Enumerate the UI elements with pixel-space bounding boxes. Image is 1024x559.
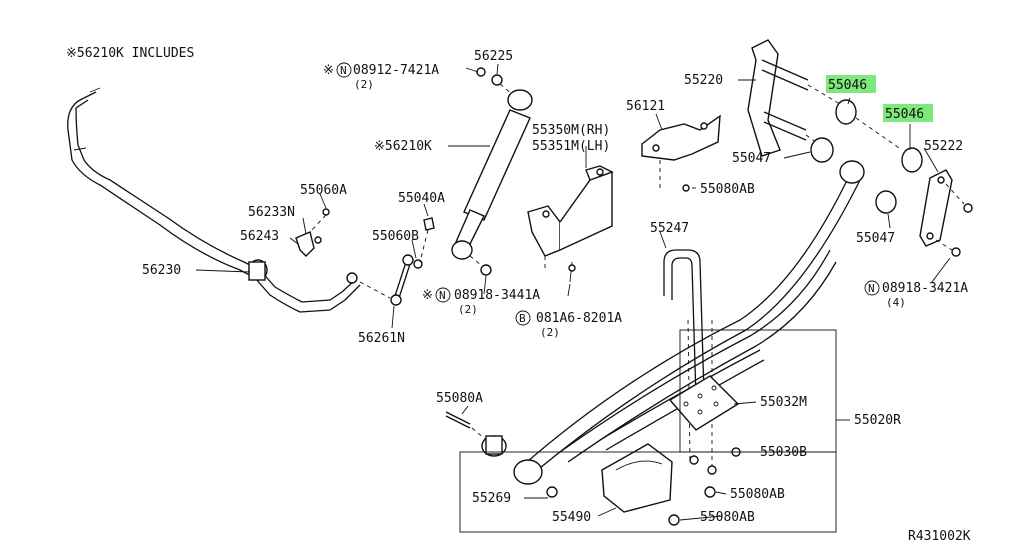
label-08918-3421-qty: (4) <box>886 296 906 309</box>
label-56210k: ※56210K <box>374 139 432 154</box>
stabilizer-bar <box>67 87 361 313</box>
label-55060b: 55060B <box>372 229 419 244</box>
label-55032m: 55032M <box>760 395 807 410</box>
label-55080ab-bot: 55080AB <box>700 510 755 525</box>
label-08918-3441a: 08918-3441A <box>454 288 540 303</box>
label-55040a: 55040A <box>398 191 445 206</box>
circle-n-08918-3441-letter: N <box>439 289 446 302</box>
label-56243: 56243 <box>240 229 279 244</box>
reference-code: R431002K <box>908 529 971 544</box>
shackle-plate-55222 <box>919 169 973 257</box>
leader-lines <box>195 63 951 521</box>
label-55047-right: 55047 <box>856 231 895 246</box>
label-08912-7421a: 08912-7421A <box>353 63 439 78</box>
label-55080ab-top: 55080AB <box>700 182 755 197</box>
circle-n-08912-letter: N <box>340 64 347 77</box>
highlight-55046-a <box>826 75 876 93</box>
star-mark-08912: ※ <box>323 63 334 78</box>
label-08912-qty: (2) <box>354 78 374 91</box>
label-55269: 55269 <box>472 491 511 506</box>
label-55490: 55490 <box>552 510 591 525</box>
spring-shackle-55220 <box>747 39 923 214</box>
group-box-right <box>679 329 837 453</box>
label-08918-3421a: 08918-3421A <box>882 281 968 296</box>
spring-seat-55032m <box>668 375 741 475</box>
label-55020r: 55020R <box>854 413 901 428</box>
bracket-56233n <box>295 208 330 257</box>
circle-n-08918-3421 <box>864 280 880 296</box>
label-081a6-8201a: 081A6-8201A <box>536 311 622 326</box>
label-55220: 55220 <box>684 73 723 88</box>
bump-stopper-55490 <box>601 443 716 526</box>
label-56230: 56230 <box>142 263 181 278</box>
label-55351m: 55351M(LH) <box>532 139 610 154</box>
label-08918-3441-qty: (2) <box>458 303 478 316</box>
label-55080a: 55080A <box>436 391 483 406</box>
label-55222: 55222 <box>924 139 963 154</box>
label-56233n: 56233N <box>248 205 295 220</box>
label-55247: 55247 <box>650 221 689 236</box>
label-55350m: 55350M(RH) <box>532 123 610 138</box>
label-55060a: 55060A <box>300 183 347 198</box>
label-55030b: 55030B <box>760 445 807 460</box>
note-includes: ※56210K INCLUDES <box>66 46 194 61</box>
circle-n-08912 <box>336 62 352 78</box>
circle-n-08918-3441 <box>435 287 451 303</box>
label-55047-left: 55047 <box>732 151 771 166</box>
shock-mount-bracket <box>527 165 614 283</box>
highlight-55046-b <box>883 104 933 122</box>
label-55080ab-mid: 55080AB <box>730 487 785 502</box>
label-56261n: 56261N <box>358 331 405 346</box>
circle-n-08918-3421-letter: N <box>868 282 875 295</box>
leaf-spring-55020r <box>445 160 865 498</box>
circle-b-081a6 <box>515 310 531 326</box>
label-081a6-qty: (2) <box>540 326 560 339</box>
star-mark-08918-3441: ※ <box>422 288 433 303</box>
shock-absorber <box>451 67 533 276</box>
label-56225: 56225 <box>474 49 513 64</box>
label-55046-b: 55046 <box>885 107 924 122</box>
label-55046-a: 55046 <box>828 78 867 93</box>
label-56121: 56121 <box>626 99 665 114</box>
circle-b-081a6-letter: B <box>519 312 526 325</box>
stabilizer-link-56261n <box>346 217 435 306</box>
bracket-56121 <box>641 114 721 192</box>
group-box-lower <box>459 451 837 533</box>
